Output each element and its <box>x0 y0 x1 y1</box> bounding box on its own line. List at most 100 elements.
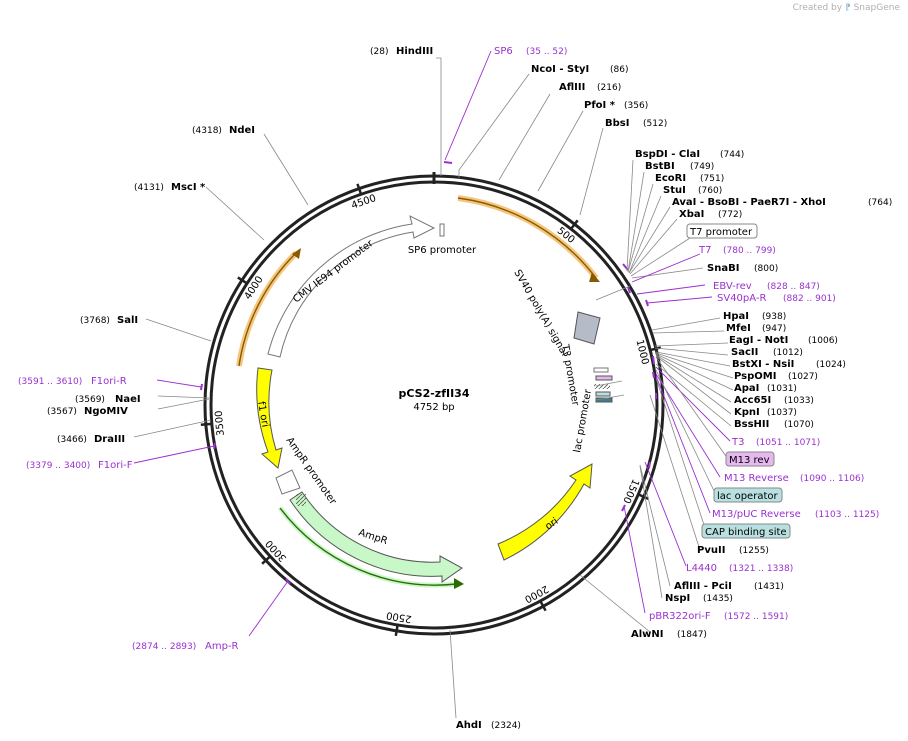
primer-range-l4440: (1321 .. 1338) <box>729 564 793 574</box>
orange-primer-arc-left-line <box>238 252 297 367</box>
tick-mark <box>637 493 649 500</box>
site-pos-xbai: (772) <box>718 210 742 220</box>
site-pos-hindiii: (28) <box>370 47 388 57</box>
primer-name-t3: T3 <box>731 437 744 448</box>
site-name-apai: ApaI <box>734 383 759 394</box>
feature-label-ampr: AmpR <box>357 527 389 547</box>
site-labels: (28) HindIII NcoI - StyI (86) AflIII (21… <box>47 46 892 731</box>
site-name-msci: MscI * <box>171 182 206 193</box>
site-name-bspdi-clai: BspDI - ClaI <box>635 149 700 160</box>
site-pos-sali: (3768) <box>80 316 110 326</box>
site-pos-ndei: (4318) <box>192 126 222 136</box>
site-pos-pvuii: (1255) <box>739 546 769 556</box>
primer-labels: SP6 (35 .. 52) T7 (780 .. 799) EBV-rev (… <box>18 46 879 652</box>
site-name-draiii: DraIII <box>94 434 125 445</box>
site-name-snabi: SnaBI <box>707 263 739 274</box>
site-pos-acc65i: (1033) <box>784 396 814 406</box>
box-label-m13-rev: M13 rev <box>729 455 770 466</box>
site-pos-avai-xhoi: (764) <box>868 198 892 208</box>
site-pos-apai: (1031) <box>767 384 797 394</box>
box-label-lac-operator: lac operator <box>717 491 778 502</box>
primer-name-sv40pa-r: SV40pA-R <box>717 293 766 304</box>
tick-mark <box>261 555 272 565</box>
tick-mark <box>539 600 547 612</box>
features-layer <box>236 195 613 589</box>
site-name-stui: StuI <box>663 185 686 196</box>
site-name-pfoi: PfoI * <box>584 100 616 111</box>
primer-range-t7: (780 .. 799) <box>723 246 776 256</box>
site-name-afliii: AflIII <box>559 82 585 93</box>
site-name-hindiii: HindIII <box>396 46 433 57</box>
tick-mark <box>569 219 579 230</box>
primer-range-f1ori-f: (3379 .. 3400) <box>26 461 90 471</box>
cmv-promoter-arrow <box>267 215 436 358</box>
box-lac-operator <box>713 487 783 503</box>
site-pos-alwni: (1847) <box>677 630 707 640</box>
site-name-ahdi: AhdI <box>456 720 482 731</box>
site-pos-ahdi: (2324) <box>491 721 521 731</box>
site-name-pvuii: PvuII <box>697 545 725 556</box>
site-name-nspi: NspI <box>665 593 690 604</box>
site-pos-afliii-pcii: (1431) <box>754 582 784 592</box>
lac-promoter-hatch <box>594 384 610 389</box>
site-pos-afliii: (216) <box>597 83 621 93</box>
ampr-hatch <box>296 494 306 506</box>
site-name-hpai: HpaI <box>723 311 749 322</box>
site-pos-kpni: (1037) <box>767 408 797 418</box>
tick-mark <box>394 624 399 637</box>
ampr-arrow <box>289 491 463 583</box>
site-name-mfei: MfeI <box>726 323 751 334</box>
primer-marks <box>200 161 657 585</box>
site-name-pspomi: PspOMI <box>734 371 776 382</box>
ampr-primer-arc-line <box>279 507 457 586</box>
t3-promoter-shape <box>593 367 609 373</box>
primer-range-m13-reverse: (1090 .. 1106) <box>800 474 864 484</box>
site-name-bbsi: BbsI <box>605 118 629 129</box>
box-m13-rev <box>725 451 775 467</box>
primer-name-pbr322ori-f: pBR322ori-F <box>649 611 711 622</box>
primer-name-m13-puc-reverse: M13/pUC Reverse <box>712 509 801 520</box>
site-name-sacii: SacII <box>731 347 758 358</box>
site-leaders <box>133 57 734 719</box>
site-name-xbai: XbaI <box>679 209 704 220</box>
ori-arrow <box>497 463 593 561</box>
primer-range-ebv-rev: (828 .. 847) <box>767 282 820 292</box>
site-pos-bstbi: (749) <box>690 162 714 172</box>
primer-leaders <box>133 50 731 637</box>
tick-mark <box>200 422 212 427</box>
primer-name-sp6: SP6 <box>494 46 513 57</box>
feature-label-sp6-promoter: SP6 promoter <box>408 245 477 256</box>
snapgene-credit: Created by ⁋ SnapGene <box>793 3 900 13</box>
feature-label-cmv-promoter: CMV IE94 promoter <box>291 238 376 306</box>
primer-name-m13-reverse: M13 Reverse <box>724 473 789 484</box>
site-pos-nspi: (1435) <box>703 594 733 604</box>
tick-mark <box>649 346 662 352</box>
lac-operator-shape <box>595 391 611 397</box>
site-name-bsshii: BssHII <box>734 419 769 430</box>
tick-mark <box>237 276 248 285</box>
site-name-avai-xhoi: AvaI - BsoBI - PaeR7I - XhoI <box>672 197 826 208</box>
m13-rev-shape <box>595 375 613 381</box>
site-pos-bbsi: (512) <box>643 119 667 129</box>
site-name-eagi-noti: EagI - NotI <box>729 335 788 346</box>
site-name-ndei: NdeI <box>229 125 255 136</box>
plasmid-name: pCS2-zfII34 <box>399 387 470 400</box>
primer-name-ebv-rev: EBV-rev <box>713 281 752 292</box>
primer-range-f1ori-r: (3591 .. 3610) <box>18 377 82 387</box>
orange-primer-arc-top-line <box>457 197 597 279</box>
box-label-t7-promoter: T7 promoter <box>689 227 753 238</box>
primer-name-f1ori-r: F1ori-R <box>91 376 127 387</box>
site-pos-naei: (3569) <box>75 395 105 405</box>
sp6-promoter-shape <box>439 223 445 237</box>
site-pos-hpai: (938) <box>762 312 786 322</box>
site-name-acc65i: Acc65I <box>734 395 771 406</box>
tick-label: 2500 <box>386 609 413 624</box>
primer-range-sv40pa-r: (882 .. 901) <box>783 294 836 304</box>
site-pos-sacii: (1012) <box>773 348 803 358</box>
site-pos-eagi-noti: (1006) <box>808 336 838 346</box>
sv40-polya-shape <box>573 311 601 345</box>
orange-primer-arrowhead-left <box>292 248 301 259</box>
site-pos-msci: (4131) <box>134 183 164 193</box>
site-pos-bspdi-clai: (744) <box>720 150 744 160</box>
